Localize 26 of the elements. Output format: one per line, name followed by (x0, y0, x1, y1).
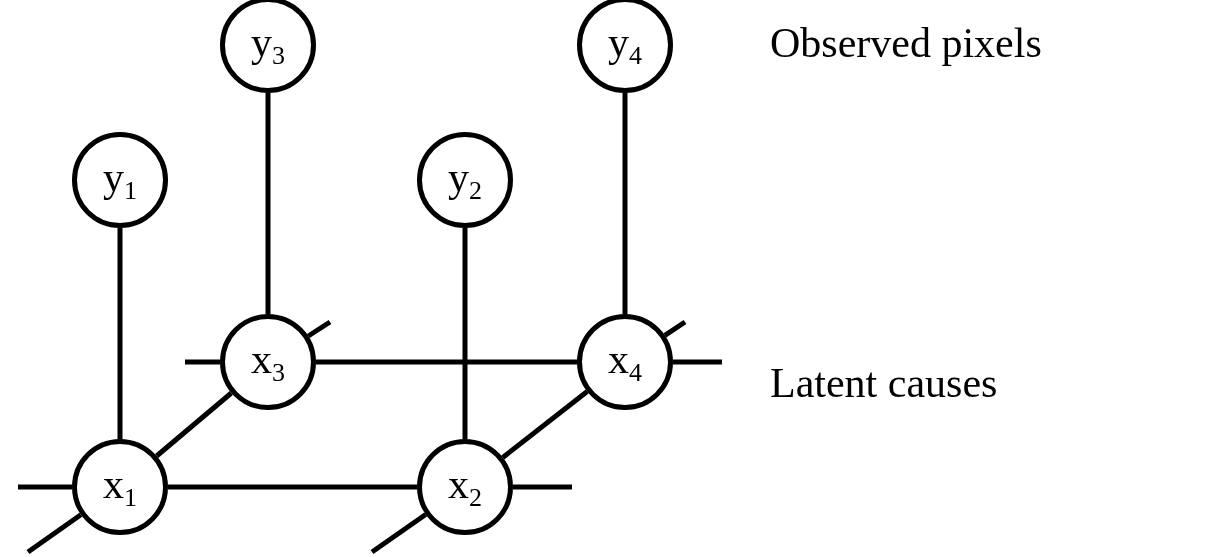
edge-line (663, 319, 687, 338)
edge-line (306, 319, 332, 339)
edge-line (622, 93, 628, 314)
edge-line (265, 93, 271, 314)
edge-line (462, 228, 468, 439)
edge-line (185, 359, 220, 365)
edge-line (316, 359, 577, 365)
edge-line (168, 484, 417, 490)
edge-line (117, 228, 123, 439)
edge-line (673, 359, 722, 365)
variable-label: x$_{3}$ (251, 338, 285, 386)
layer-label: Observed pixels (770, 20, 1042, 67)
variable-label: x$_{1}$ (103, 463, 137, 511)
variable-label: y$_{3}$ (251, 21, 285, 69)
layer-label: Latent causes (770, 360, 998, 407)
variable-label: y$_{1}$ (103, 156, 137, 204)
variable-label: y$_{2}$ (448, 156, 482, 204)
edge-line (513, 484, 572, 490)
edge-line (26, 512, 83, 555)
edge-line (370, 512, 428, 555)
edge-line (18, 484, 72, 490)
edge-line (155, 391, 233, 458)
variable-label: x$_{2}$ (448, 463, 482, 511)
variable-label: x$_{4}$ (608, 338, 642, 386)
edge-line (501, 389, 589, 460)
variable-label: y$_{4}$ (608, 21, 642, 69)
